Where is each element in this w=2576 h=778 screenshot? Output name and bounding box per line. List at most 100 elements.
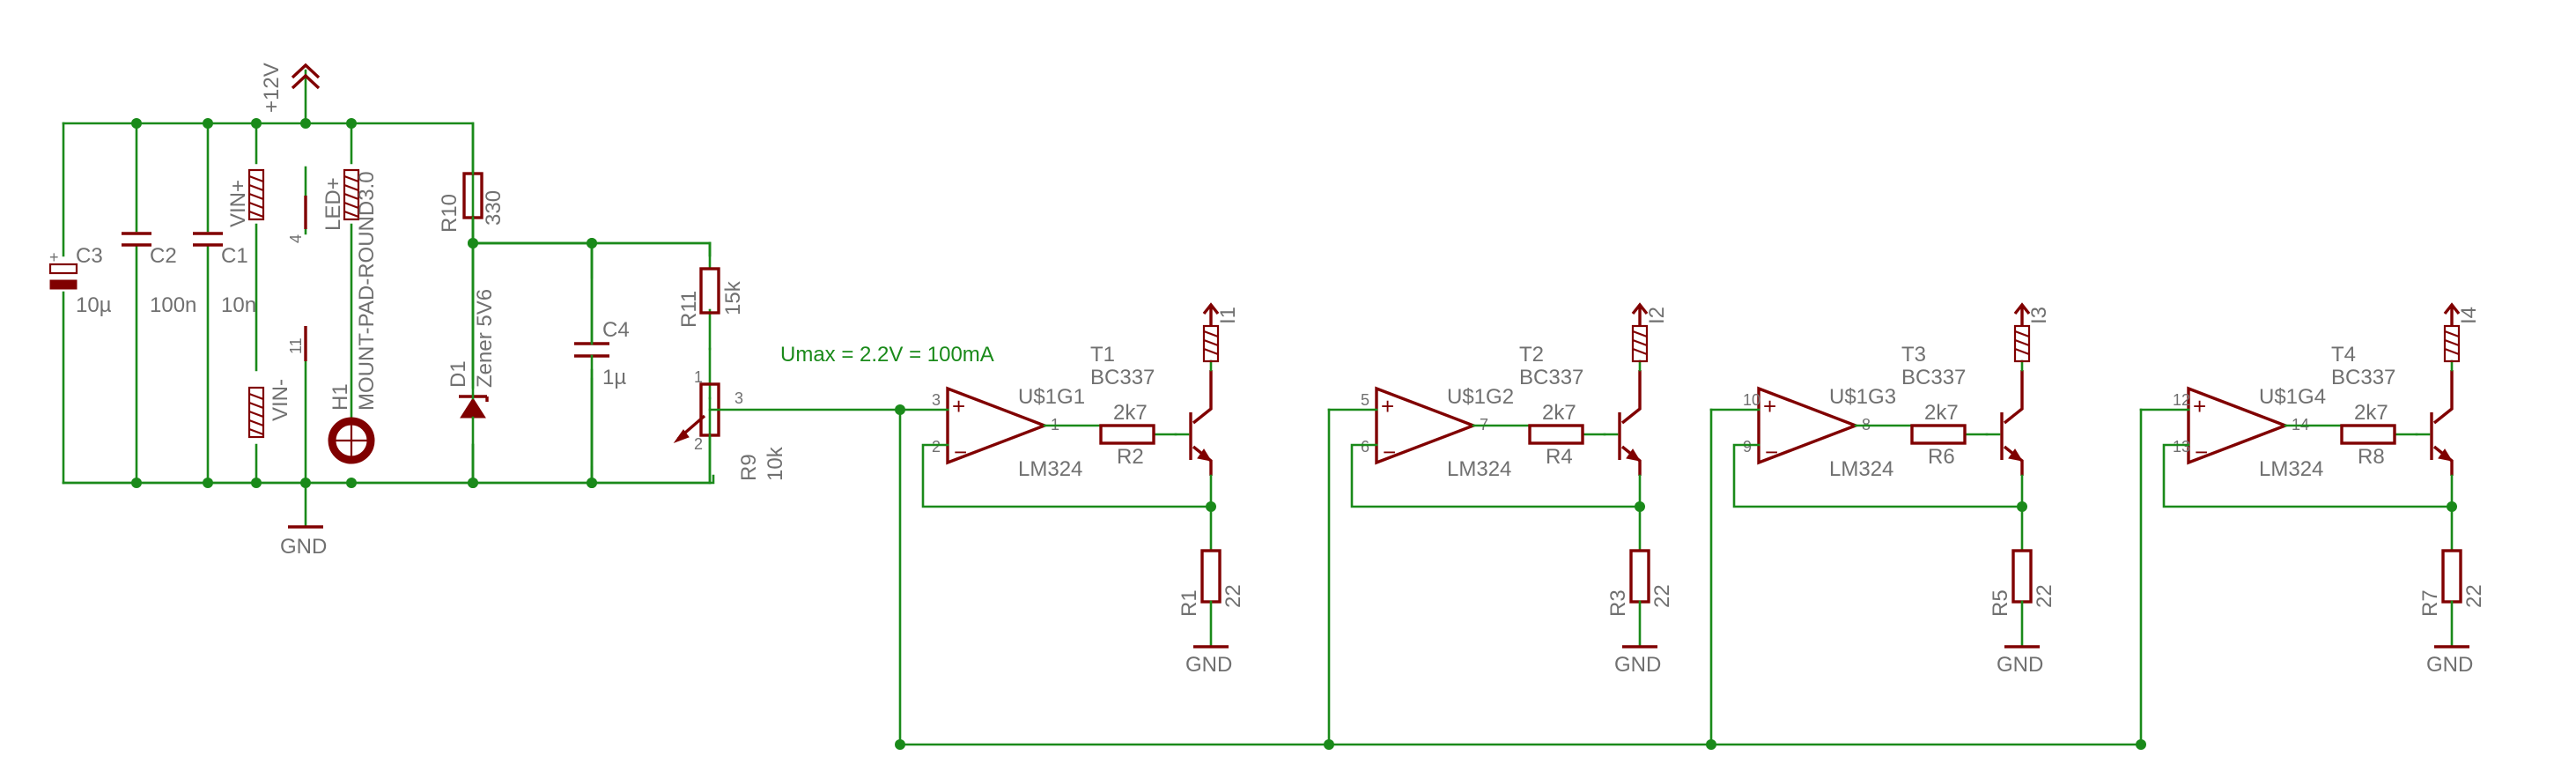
transistor-collector bbox=[2003, 370, 2024, 425]
emitter-junction bbox=[1635, 501, 1645, 512]
connector-vin-plus: VIN+ bbox=[226, 168, 265, 227]
d1-name: D1 bbox=[447, 360, 470, 388]
c4-value: 1µ bbox=[602, 366, 626, 389]
transistor-collector bbox=[2432, 370, 2454, 425]
opamp-name: U$1G1 bbox=[1018, 385, 1085, 409]
opamp-type: LM324 bbox=[1829, 457, 1893, 481]
opamp-pin-plus: 12 bbox=[2173, 391, 2190, 409]
opamp-pin-plus: 3 bbox=[932, 391, 941, 409]
emitter-resistor bbox=[1629, 549, 1650, 604]
ground-label: GND bbox=[2426, 653, 2473, 677]
transistor-name: T3 bbox=[1901, 343, 1926, 367]
base-resistor bbox=[1528, 424, 1584, 445]
bus-junction bbox=[1706, 739, 1716, 750]
zener-d1: D1 Zener 5V6 bbox=[447, 289, 497, 419]
bus-junction bbox=[2136, 739, 2146, 750]
emitter-resistor-name: R1 bbox=[1177, 589, 1201, 617]
opamp-minus-sign: − bbox=[954, 439, 967, 465]
bus-junction bbox=[895, 404, 905, 415]
transistor-name: T1 bbox=[1090, 343, 1115, 367]
base-resistor bbox=[1099, 424, 1155, 445]
emitter-resistor-value: 22 bbox=[2462, 584, 2486, 608]
transistor-name: T4 bbox=[2331, 343, 2356, 367]
capacitor-c4: C4 1µ bbox=[574, 318, 630, 389]
base-resistor-value: 2k7 bbox=[1542, 401, 1576, 425]
h1-name: H1 bbox=[328, 383, 352, 411]
emitter-resistor-value: 22 bbox=[1222, 584, 1245, 608]
r10-value: 330 bbox=[482, 190, 506, 226]
c1-name: C1 bbox=[221, 244, 248, 268]
base-resistor bbox=[1910, 424, 1967, 445]
d1-value: Zener 5V6 bbox=[473, 289, 497, 388]
vin-minus-label: VIN- bbox=[269, 379, 292, 421]
opamp-type: LM324 bbox=[1018, 457, 1082, 481]
output-label: I3 bbox=[2027, 307, 2051, 324]
base-resistor-name: R8 bbox=[2358, 445, 2385, 469]
r11-value: 15k bbox=[721, 280, 745, 315]
ground-label: GND bbox=[1185, 653, 1232, 677]
resistor-r11: R11 15k bbox=[677, 241, 745, 328]
opamp-minus-sign: − bbox=[2195, 439, 2208, 465]
base-resistor-name: R2 bbox=[1117, 445, 1144, 469]
output-label: I2 bbox=[1645, 307, 1669, 324]
output-tip bbox=[2013, 302, 2031, 326]
h1-value: MOUNT-PAD-ROUND3.0 bbox=[355, 171, 379, 411]
transistor-name: T2 bbox=[1519, 343, 1544, 367]
svg-text:2: 2 bbox=[694, 435, 703, 453]
mount-pad-h1: H1 MOUNT-PAD-ROUND3.0 bbox=[328, 171, 379, 464]
led-plus-label: LED+ bbox=[321, 177, 345, 231]
lm324-power-pins: 4 11 bbox=[287, 196, 307, 361]
opamp-type: LM324 bbox=[2259, 457, 2323, 481]
c2-value: 100n bbox=[150, 293, 196, 317]
bus-junction bbox=[1324, 739, 1334, 750]
transistor-arrow bbox=[2008, 448, 2024, 462]
c3-value: 10µ bbox=[76, 293, 112, 317]
base-resistor-value: 2k7 bbox=[1924, 401, 1959, 425]
transistor-collector bbox=[1620, 370, 1642, 425]
base-resistor-value: 2k7 bbox=[2354, 401, 2388, 425]
supply-12v: +12V bbox=[260, 63, 321, 113]
design-note: Umax = 2.2V = 100mA bbox=[780, 343, 994, 367]
capacitor-c1: C1 10n bbox=[193, 232, 256, 317]
emitter-resistor-value: 22 bbox=[1650, 584, 1674, 608]
opamp-plus-sign: + bbox=[1763, 393, 1776, 419]
emitter-junction bbox=[1206, 501, 1216, 512]
output-label: I4 bbox=[2457, 307, 2481, 324]
transistor-type: BC337 bbox=[1090, 366, 1155, 389]
r11-name: R11 bbox=[677, 291, 701, 328]
transistor-arrow bbox=[1197, 448, 1213, 462]
c1-value: 10n bbox=[221, 293, 256, 317]
transistor-type: BC337 bbox=[1901, 366, 1966, 389]
base-resistor bbox=[2340, 424, 2396, 445]
bus-junction bbox=[895, 739, 905, 750]
output-tip bbox=[1202, 302, 1220, 326]
output-tip bbox=[1631, 302, 1649, 326]
transistor-arrow bbox=[1626, 448, 1642, 462]
opamp-pin-plus: 10 bbox=[1743, 391, 1760, 409]
opamp-name: U$1G3 bbox=[1829, 385, 1896, 409]
opamp-pin-minus: 9 bbox=[1743, 438, 1752, 456]
transistor-emitter bbox=[1620, 445, 1642, 476]
ground-symbol: GND bbox=[280, 481, 327, 559]
transistor-emitter bbox=[1192, 445, 1213, 476]
resistor-r10: R10 330 bbox=[438, 172, 506, 233]
opamp-plus-sign: + bbox=[952, 393, 965, 419]
c2-name: C2 bbox=[150, 244, 177, 268]
transistor-type: BC337 bbox=[1519, 366, 1583, 389]
r10-name: R10 bbox=[438, 194, 461, 233]
power-section: +12V + C3 10µ C2 100n C1 10n VIN+ bbox=[48, 63, 994, 559]
emitter-resistor-value: 22 bbox=[2033, 584, 2056, 608]
svg-text:3: 3 bbox=[734, 389, 743, 407]
opamp-pin-minus: 6 bbox=[1361, 438, 1369, 456]
opamp-triangle bbox=[946, 386, 1049, 465]
connector-led-plus: LED+ bbox=[321, 168, 360, 231]
base-resistor-name: R4 bbox=[1546, 445, 1573, 469]
emitter-junction bbox=[2447, 501, 2457, 512]
emitter-resistor-name: R7 bbox=[2418, 589, 2442, 617]
vcc-rail bbox=[62, 122, 475, 245]
base-resistor-name: R6 bbox=[1928, 445, 1955, 469]
